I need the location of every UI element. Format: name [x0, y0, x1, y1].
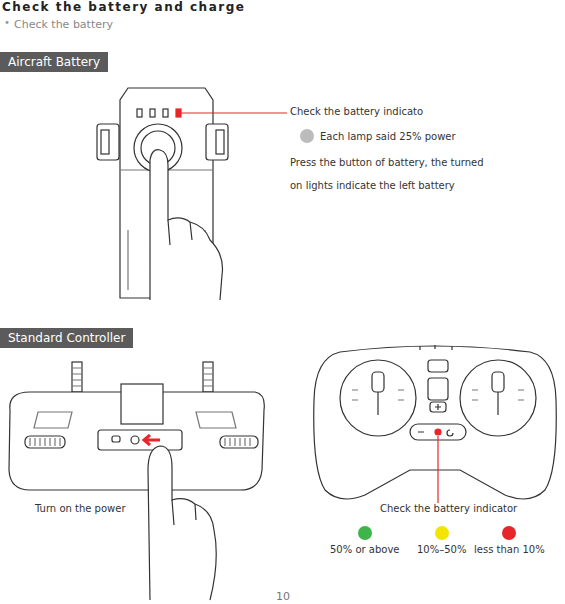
legend-text: less than 10%: [474, 544, 545, 555]
legend-swatch: [435, 526, 449, 540]
page-title: Check the battery and charge: [2, 0, 245, 14]
aircraft-battery: [97, 88, 287, 300]
callout-text: Check the battery indicato: [290, 106, 423, 118]
controller-front-view: [314, 345, 557, 503]
page-number: 10: [276, 590, 290, 603]
legend-swatch: [358, 526, 372, 540]
legend-text: 50% or above: [330, 544, 399, 555]
legend-item: 10%–50%: [417, 526, 466, 555]
legend-item: 50% or above: [330, 526, 399, 555]
legend-swatch: [502, 526, 516, 540]
callout-text: Check the battery indicator: [380, 503, 517, 515]
legend-text: Each lamp said 25% power: [320, 131, 456, 142]
section-band: Standard Controller: [0, 328, 133, 348]
section-title: Aircraft Battery: [8, 55, 100, 69]
legend-item: less than 10%: [474, 526, 545, 555]
legend-swatch: [300, 129, 314, 143]
subheading: Check the battery: [14, 18, 113, 31]
legend-text: 10%–50%: [417, 544, 466, 555]
section-band: Aircraft Battery: [0, 52, 108, 72]
instruction-text: Press the button of battery, the turned …: [290, 151, 490, 197]
instruction-text: Turn on the power: [35, 503, 126, 515]
bullet: •: [4, 17, 10, 29]
section-title: Standard Controller: [8, 331, 125, 345]
controller-side-view: [9, 362, 264, 600]
legend-item: Each lamp said 25% power: [300, 129, 456, 143]
